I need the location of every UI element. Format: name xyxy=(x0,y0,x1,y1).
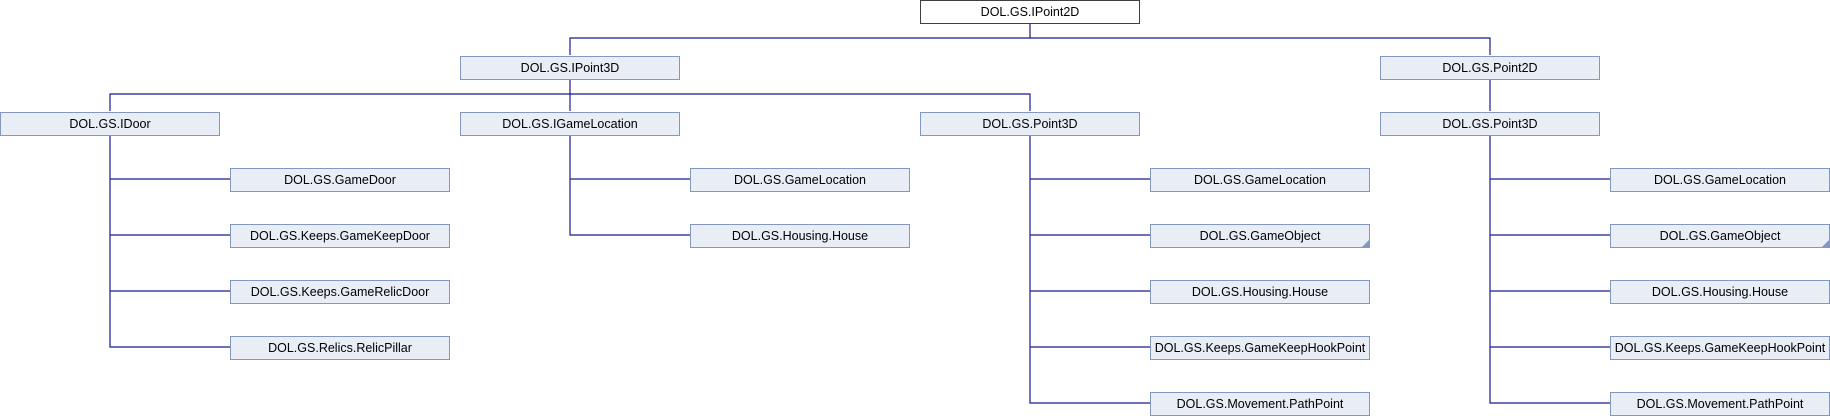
class-node-pathpoint[interactable]: DOL.GS.Movement.PathPoint xyxy=(1150,392,1370,416)
class-node-gameobject[interactable]: DOL.GS.GameObject xyxy=(1610,224,1830,248)
class-node-pathpoint[interactable]: DOL.GS.Movement.PathPoint xyxy=(1610,392,1830,416)
class-node-idoor[interactable]: DOL.GS.IDoor xyxy=(0,112,220,136)
class-node-point2d[interactable]: DOL.GS.Point2D xyxy=(1380,56,1600,80)
class-node-housing-house[interactable]: DOL.GS.Housing.House xyxy=(690,224,910,248)
class-node-gamekeepdoor[interactable]: DOL.GS.Keeps.GameKeepDoor xyxy=(230,224,450,248)
edge-point3d-a-ipoint3d xyxy=(570,93,1031,111)
class-node-gamerelicdoor[interactable]: DOL.GS.Keeps.GameRelicDoor xyxy=(230,280,450,304)
edge-igamelocation-children xyxy=(566,129,690,236)
class-node-gamekeephookpoint[interactable]: DOL.GS.Keeps.GameKeepHookPoint xyxy=(1150,336,1370,360)
class-node-point3d[interactable]: DOL.GS.Point3D xyxy=(1380,112,1600,136)
class-node-gamelocation[interactable]: DOL.GS.GameLocation xyxy=(690,168,910,192)
edge-idoor-children xyxy=(106,129,230,348)
class-node-ipoint3d[interactable]: DOL.GS.IPoint3D xyxy=(460,56,680,80)
class-node-housing-house[interactable]: DOL.GS.Housing.House xyxy=(1150,280,1370,304)
class-node-gamelocation[interactable]: DOL.GS.GameLocation xyxy=(1610,168,1830,192)
edge-ipoint3d-ipoint2d xyxy=(569,17,1034,55)
edge-point2d-ipoint2d xyxy=(1030,37,1491,55)
class-node-gamelocation[interactable]: DOL.GS.GameLocation xyxy=(1150,168,1370,192)
class-node-ipoint2d: DOL.GS.IPoint2D xyxy=(920,0,1140,24)
class-node-gameobject[interactable]: DOL.GS.GameObject xyxy=(1150,224,1370,248)
class-node-relicpillar[interactable]: DOL.GS.Relics.RelicPillar xyxy=(230,336,450,360)
class-node-point3d[interactable]: DOL.GS.Point3D xyxy=(920,112,1140,136)
class-node-housing-house[interactable]: DOL.GS.Housing.House xyxy=(1610,280,1830,304)
edge-idoor-ipoint3d xyxy=(109,73,574,111)
class-node-igamelocation[interactable]: DOL.GS.IGameLocation xyxy=(460,112,680,136)
edge-point3d-b-children xyxy=(1486,129,1610,404)
edge-point3d-a-children xyxy=(1026,129,1150,404)
class-node-gamedoor[interactable]: DOL.GS.GameDoor xyxy=(230,168,450,192)
class-node-gamekeephookpoint[interactable]: DOL.GS.Keeps.GameKeepHookPoint xyxy=(1610,336,1830,360)
